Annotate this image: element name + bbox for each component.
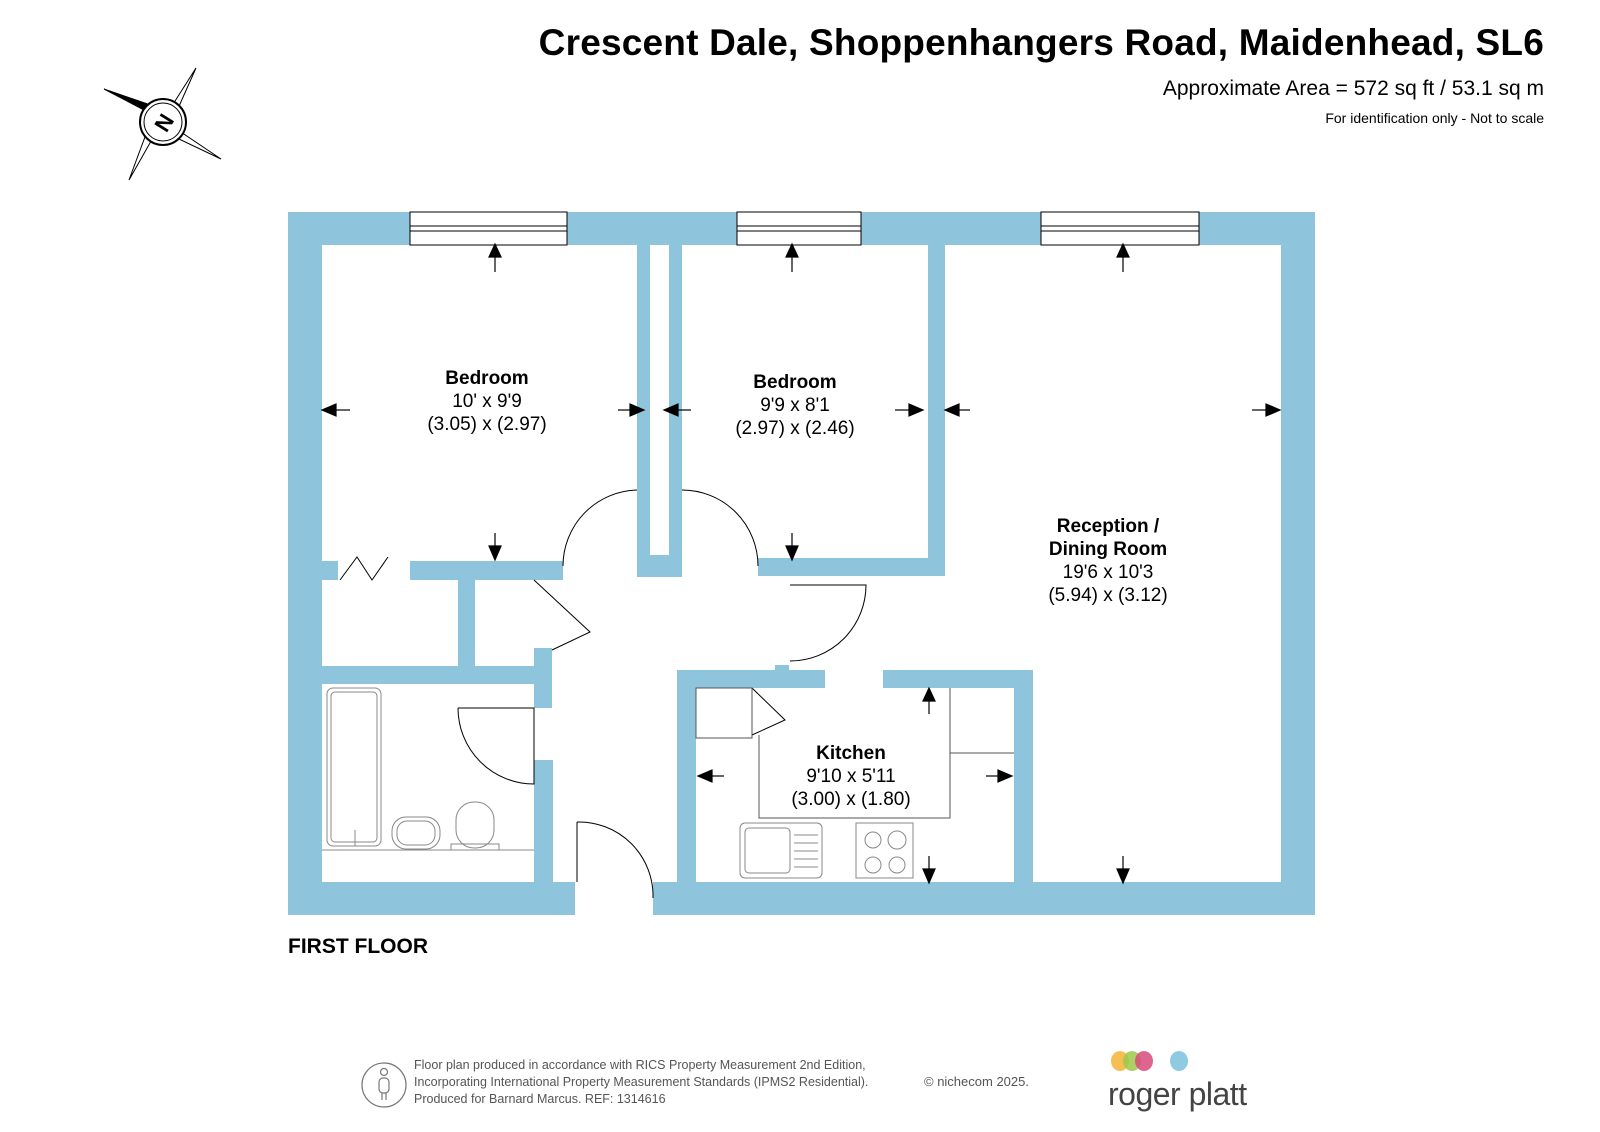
room-label-reception: Reception / Dining Room 19'6 x 10'3 (5.9… — [1048, 515, 1167, 607]
brand-logo-dots — [1111, 1051, 1188, 1071]
room-label-bedroom-1: Bedroom 10' x 9'9 (3.05) x (2.97) — [427, 367, 546, 436]
hob-icon — [855, 822, 914, 879]
room-name: Bedroom — [753, 372, 837, 393]
windows — [409, 211, 1200, 246]
floor-label: FIRST FLOOR — [288, 935, 428, 958]
room-metric: (3.00) x (1.80) — [791, 789, 911, 810]
room-name-line-2: Dining Room — [1048, 539, 1168, 560]
room-label-kitchen: Kitchen 9'10 x 5'11 (3.00) x (1.80) — [791, 742, 910, 811]
room-name: Bedroom — [445, 368, 529, 389]
door-swings — [339, 489, 867, 899]
room-imperial: 10' x 9'9 — [452, 391, 522, 412]
basin-icon — [391, 816, 441, 850]
bath-icon — [326, 687, 382, 847]
kitchen-fixtures — [739, 822, 914, 879]
room-label-bedroom-2: Bedroom 9'9 x 8'1 (2.97) x (2.46) — [735, 371, 854, 440]
sink-icon — [739, 822, 823, 879]
approximate-area: Approximate Area = 572 sq ft / 53.1 sq m — [1162, 77, 1544, 100]
room-imperial: 9'10 x 5'11 — [806, 766, 896, 787]
compass-icon: N — [103, 67, 222, 181]
room-metric: (2.97) x (2.46) — [735, 418, 855, 439]
footer-line-2: Incorporating International Property Mea… — [414, 1075, 869, 1089]
accessibility-person-icon — [361, 1062, 407, 1108]
room-metric: (3.05) x (2.97) — [427, 414, 547, 435]
brand-dot — [1135, 1051, 1153, 1071]
bathroom-fixtures — [322, 687, 534, 851]
toilet-icon — [455, 801, 495, 849]
room-metric: (5.94) x (3.12) — [1048, 585, 1168, 606]
footer-disclaimer: Floor plan produced in accordance with R… — [414, 1057, 868, 1108]
internal-lines — [695, 687, 1014, 819]
footer-line-3: Produced for Barnard Marcus. REF: 131461… — [414, 1092, 666, 1106]
brand-name: roger platt — [1108, 1076, 1247, 1112]
copyright-notice: © nichecom 2025. — [924, 1074, 1029, 1089]
room-imperial: 9'9 x 8'1 — [760, 395, 830, 416]
room-name: Kitchen — [816, 743, 886, 764]
footer-line-1: Floor plan produced in accordance with R… — [414, 1058, 866, 1072]
room-name-line-1: Reception / — [1056, 516, 1160, 537]
dimension-arrows — [320, 242, 1282, 885]
identification-note: For identification only - Not to scale — [1325, 110, 1544, 126]
property-title: Crescent Dale, Shoppenhangers Road, Maid… — [538, 22, 1544, 63]
brand-dot — [1170, 1051, 1188, 1071]
room-imperial: 19'6 x 10'3 — [1062, 562, 1154, 583]
